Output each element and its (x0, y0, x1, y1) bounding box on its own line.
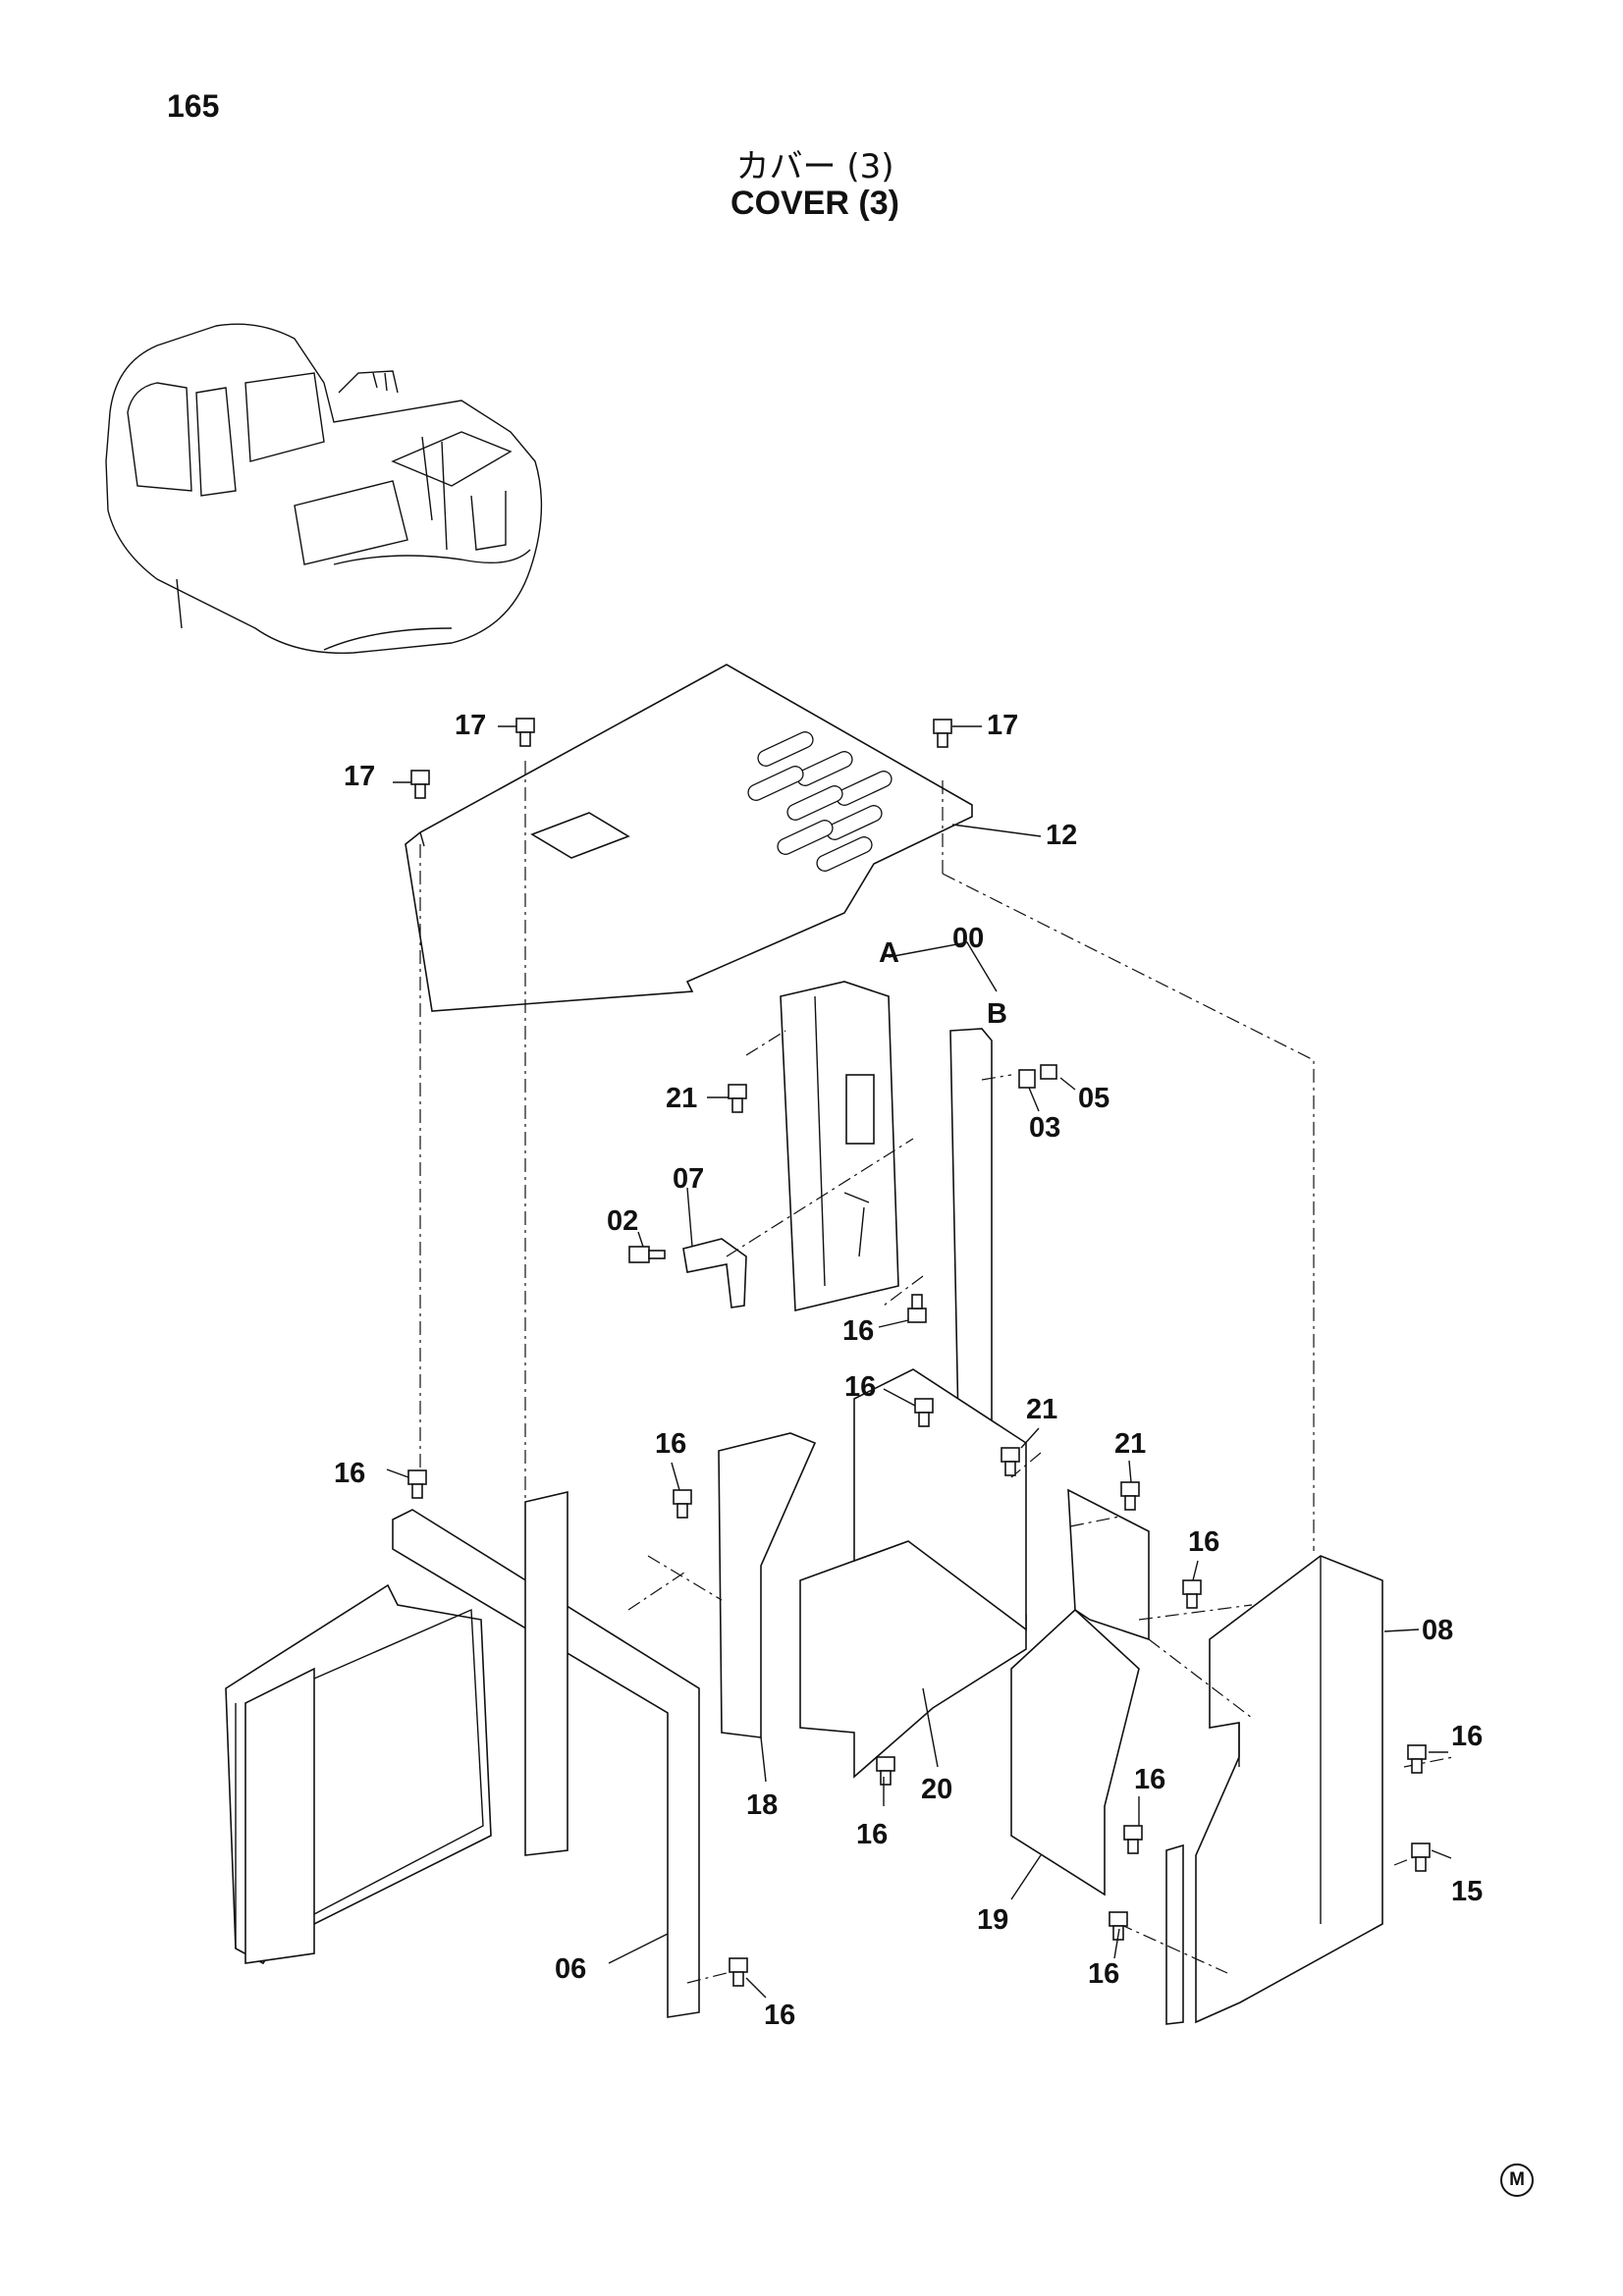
callout-label: 21 (666, 1083, 697, 1114)
callout-label: 16 (1134, 1764, 1165, 1795)
left-side-panels (225, 1583, 492, 1965)
callout-label: 16 (842, 1315, 874, 1347)
diagram-title-english: COVER (3) (730, 185, 899, 222)
bolt-icon (1001, 1447, 1020, 1476)
callout-label: 00 (952, 923, 984, 954)
cover-vent-slots (747, 731, 893, 872)
bolt-icon (628, 1246, 666, 1263)
center-panel-part-18 (718, 1432, 817, 1738)
excavator-locator-sketch (105, 323, 543, 654)
bolt-icon (1040, 1064, 1057, 1080)
center-panel-part-20 (799, 1368, 1027, 1779)
callout-label: 15 (1451, 1876, 1483, 1907)
callout-label: 16 (334, 1458, 365, 1489)
callout-label: 17 (455, 710, 486, 741)
bolt-icon (1123, 1825, 1143, 1854)
frame-part-06 (392, 1490, 700, 2018)
bolt-icon (728, 1084, 747, 1113)
callout-label: 21 (1114, 1428, 1146, 1460)
bracket-part-07 (682, 1238, 747, 1308)
nut-icon (1018, 1069, 1036, 1089)
callout-label: 17 (344, 761, 375, 792)
bolt-icon (410, 770, 430, 799)
bolt-icon (673, 1489, 692, 1519)
callout-label: 16 (655, 1428, 686, 1460)
callout-label: 20 (921, 1774, 952, 1805)
bolt-icon (1182, 1579, 1202, 1609)
assembly-lines (419, 761, 1454, 1984)
callout-label: A (879, 937, 899, 969)
bolt-icon (907, 1294, 927, 1323)
callout-label: 16 (764, 2000, 795, 2031)
bolt-icon (1411, 1842, 1431, 1872)
top-cover-part-12 (405, 664, 973, 1012)
callout-label: B (987, 998, 1007, 1030)
cover-panel-a (780, 981, 899, 1312)
bolt-icons (407, 718, 1431, 1987)
bolt-icon (876, 1756, 895, 1786)
callout-label: 12 (1046, 820, 1077, 851)
callout-label: 17 (987, 710, 1018, 741)
diagram-title-japanese: カバー (3) (735, 147, 894, 187)
callout-label: 16 (1088, 1958, 1119, 1990)
copyright-mark: M (1500, 2163, 1534, 2197)
bolt-icon (729, 1957, 748, 1987)
bolt-icon (933, 719, 952, 748)
callout-label: 19 (977, 1904, 1008, 1936)
leader-lines (386, 725, 1452, 1999)
callout-label: 08 (1422, 1615, 1453, 1646)
callout-label: 16 (1451, 1721, 1483, 1752)
seal-part-b (949, 1028, 993, 1424)
bolt-icon (515, 718, 535, 747)
callout-label: 06 (555, 1953, 586, 1985)
callout-label: 05 (1078, 1083, 1109, 1114)
callout-label: 18 (746, 1789, 778, 1821)
callout-label: 16 (844, 1371, 876, 1403)
right-panel-part-19 (1010, 1488, 1150, 1896)
callout-label: 16 (856, 1819, 888, 1850)
bolt-icon (407, 1469, 427, 1499)
bolt-icon (1120, 1481, 1140, 1511)
callout-label: 02 (607, 1205, 638, 1237)
page-number: 165 (167, 88, 220, 124)
bolt-icon (1407, 1744, 1427, 1774)
callout-label: 07 (673, 1163, 704, 1195)
callout-labels: 17 17 17 12 00 A B 05 03 21 07 02 16 16 … (334, 710, 1483, 2031)
right-panel-part-08 (1165, 1555, 1383, 2025)
bolt-icon (914, 1398, 934, 1427)
callout-label: 16 (1188, 1526, 1219, 1558)
callout-label: 03 (1029, 1112, 1060, 1144)
callout-label: 21 (1026, 1394, 1057, 1425)
